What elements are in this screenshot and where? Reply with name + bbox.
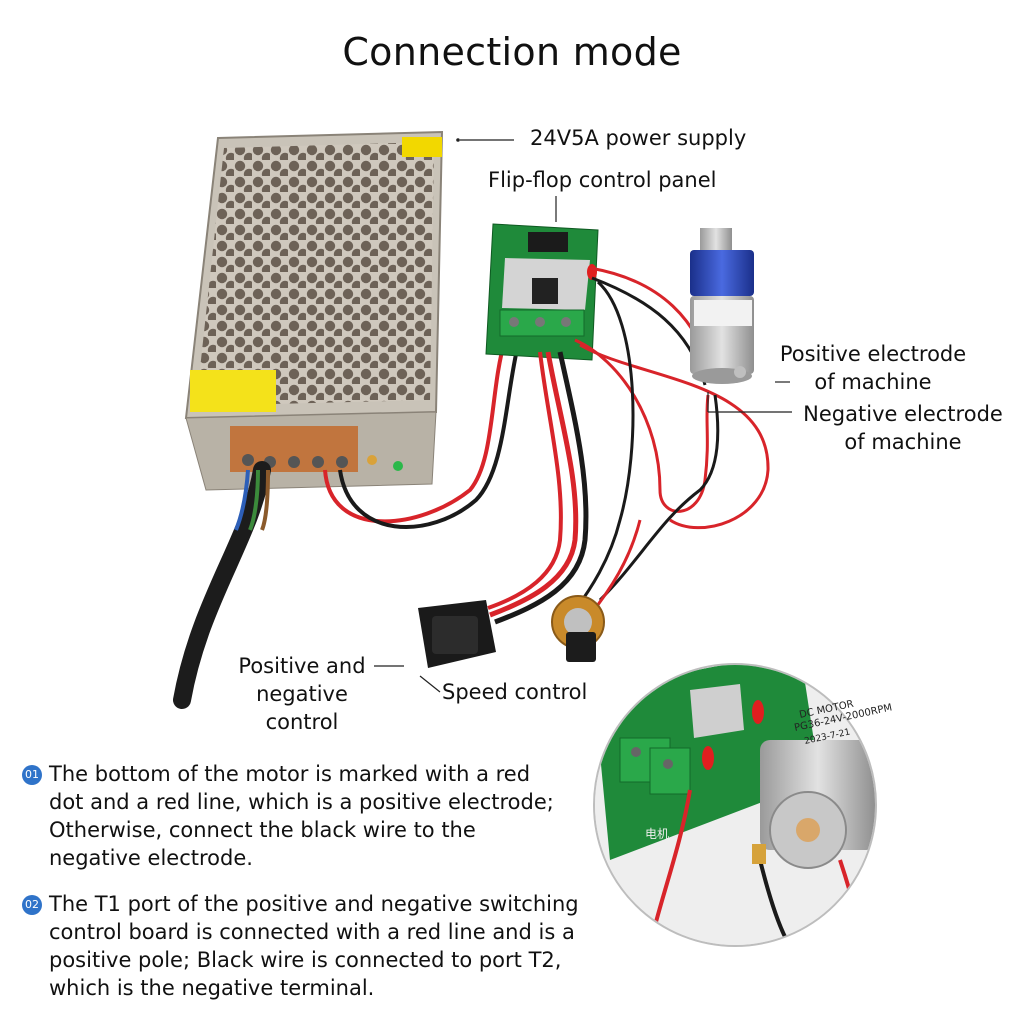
note-number-badge: 02 <box>22 895 42 915</box>
note-line: positive pole; Black wire is connected t… <box>49 948 562 972</box>
label-positive-electrode-line1: Positive electrode <box>779 342 967 366</box>
rocker-switch <box>418 600 496 668</box>
note-line: The T1 port of the positive and negative… <box>49 892 579 916</box>
page-title: Connection mode <box>342 30 682 74</box>
label-positive-electrode: Positive electrode of machine <box>774 340 972 396</box>
note-number-badge: 01 <box>22 765 42 785</box>
label-negative-electrode-line2: of machine <box>844 430 962 454</box>
geared-motor <box>690 228 754 384</box>
label-pos-neg-control: Positive and negative control <box>232 652 372 736</box>
knob-icon <box>566 632 596 662</box>
note-line: Otherwise, connect the black wire to the <box>49 818 476 842</box>
label-pos-neg-control-line3: control <box>265 710 339 734</box>
red-led <box>587 264 597 280</box>
note-item: 01 The bottom of the motor is marked wit… <box>22 760 602 872</box>
yellow-label <box>190 370 276 412</box>
board-mark: 电机 <box>645 827 669 841</box>
power-supply-unit <box>184 130 444 491</box>
note-line: negative electrode. <box>49 846 253 870</box>
speed-potentiometer <box>551 595 605 662</box>
notes-list: 01 The bottom of the motor is marked wit… <box>22 760 602 1002</box>
closeup-photo: DC MOTOR PG36-24V-2000RPM 2023-7-21 电机 <box>593 663 893 947</box>
note-item: 02 The T1 port of the positive and negat… <box>22 890 602 1002</box>
control-board <box>485 223 599 361</box>
label-negative-electrode: Negative electrode of machine <box>798 400 1008 456</box>
label-positive-electrode-line2: of machine <box>814 370 932 394</box>
chip <box>528 232 568 252</box>
spec-sticker <box>402 137 442 157</box>
note-line: dot and a red line, which is a positive … <box>49 790 554 814</box>
label-power-supply: 24V5A power supply <box>530 126 747 150</box>
label-pos-neg-control-line1: Positive and <box>238 654 366 678</box>
label-pos-neg-control-line2: negative <box>256 682 348 706</box>
note-line: which is the negative terminal. <box>49 976 375 1000</box>
note-line: The bottom of the motor is marked with a… <box>49 762 531 786</box>
label-control-panel: Flip-flop control panel <box>488 168 717 192</box>
label-speed-control: Speed control <box>442 680 588 704</box>
note-line: control board is connected with a red li… <box>49 920 575 944</box>
label-negative-electrode-line1: Negative electrode <box>803 402 1003 426</box>
led-icon <box>393 461 403 471</box>
